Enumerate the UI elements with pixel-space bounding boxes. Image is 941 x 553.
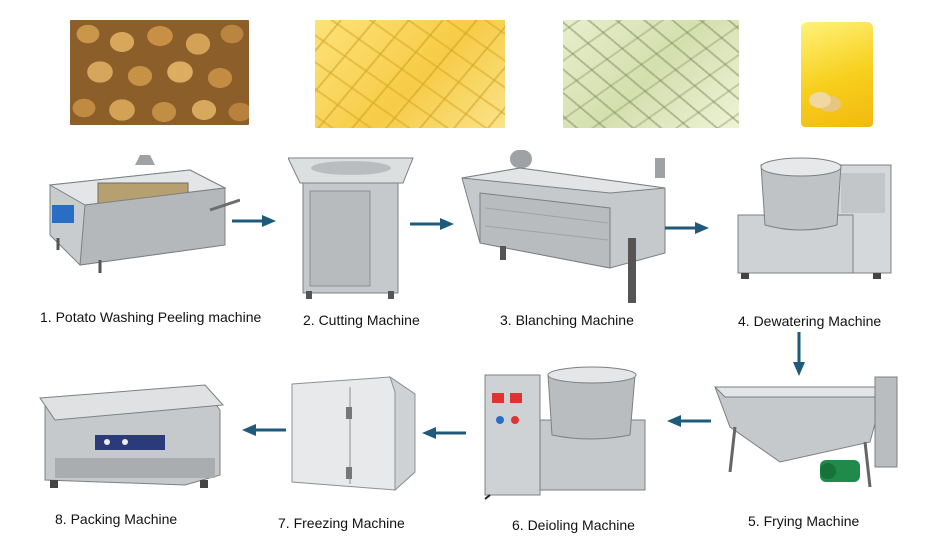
cutting-machine [288, 157, 414, 299]
blanching-machine [461, 150, 666, 303]
step-3-label: 3. Blanching Machine [500, 312, 634, 328]
arrow-left-7-to-8 [242, 424, 286, 436]
arrow-left-5-to-6 [667, 415, 711, 427]
deoiling-machine [484, 366, 646, 500]
arrow-right-1-to-2 [232, 215, 276, 227]
dewatering-machine [737, 157, 892, 279]
raw-fries-photo [315, 20, 505, 128]
step-4-label: 4. Dewatering Machine [738, 313, 882, 329]
potatoes-photo [70, 20, 249, 125]
step-1-label: 1. Potato Washing Peeling machine [40, 309, 262, 325]
step-8-label: 8. Packing Machine [55, 511, 178, 527]
freezing-machine [291, 375, 416, 492]
arrow-down-4-to-5 [793, 332, 805, 376]
step-7-label: 7. Freezing Machine [278, 515, 405, 531]
frying-machine [713, 376, 898, 488]
frozen-fries-bag-photo [801, 22, 873, 127]
packing-machine [39, 384, 225, 488]
washing-peeling-machine [48, 155, 240, 273]
arrow-left-6-to-7 [422, 427, 466, 439]
step-2-label: 2. Cutting Machine [303, 312, 420, 328]
blanched-fries-photo [563, 20, 739, 128]
step-6-label: 6. Deioling Machine [512, 517, 635, 533]
arrow-right-3-to-4 [665, 222, 709, 234]
step-5-label: 5. Frying Machine [748, 513, 860, 529]
arrow-right-2-to-3 [410, 218, 454, 230]
